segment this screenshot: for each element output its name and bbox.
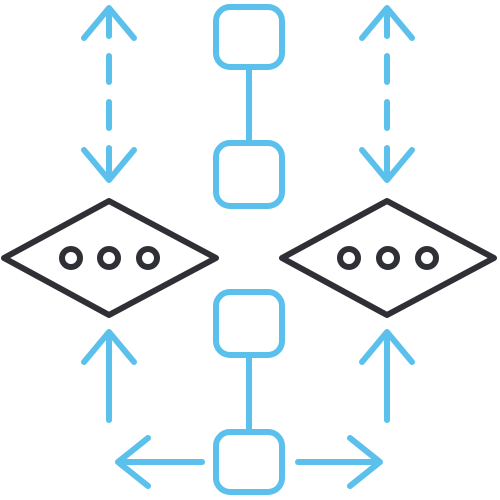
dot-icon [376,246,400,270]
dot-icon [337,246,361,270]
square-node-lower-middle [213,289,285,358]
dot-icon [59,246,83,270]
dot-icon [97,246,121,270]
dot-icon [136,246,160,270]
dashed-double-arrow-left-top [81,5,137,183]
diamond-ellipsis-icon [1,198,219,318]
diamond-ellipsis-icon [279,198,497,318]
dot-icon [415,246,439,270]
square-node-bottom [213,429,285,495]
square-chain-top [213,4,285,209]
arrow-down-left-top [81,147,137,183]
square-node-upper-middle [213,140,285,209]
solid-arrow-up-left-bottom [81,329,137,423]
square-node-top [213,4,285,70]
solid-arrow-up-right-bottom [359,329,415,423]
decision-diamond-left [1,198,219,318]
arrow-down-right-top [359,147,415,183]
bottom-horizontal-arrows [115,435,383,489]
decision-diamond-right [279,198,497,318]
square-chain-bottom [213,289,285,495]
dashed-double-arrow-right-top [359,5,415,183]
